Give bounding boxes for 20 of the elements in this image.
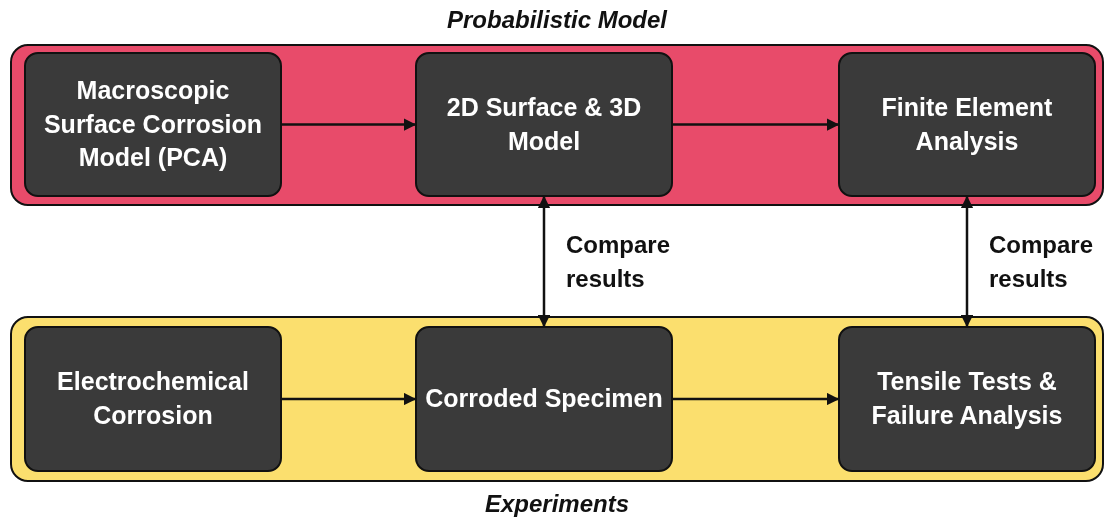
arrow xyxy=(673,118,840,131)
group-title: Experiments xyxy=(483,490,631,518)
arrow xyxy=(537,195,551,328)
box-label: Macroscopic Surface Corrosion Model (PCA) xyxy=(42,74,264,174)
arrow xyxy=(282,392,417,406)
box-label: Corroded Specimen xyxy=(424,383,664,415)
process-box xyxy=(838,326,1096,472)
box-label: Tensile Tests & Failure Analysis xyxy=(870,366,1064,431)
arrow xyxy=(673,392,840,406)
box-label: 2D Surface & 3D Model xyxy=(445,91,643,157)
arrow xyxy=(282,118,417,131)
process-box xyxy=(415,52,673,197)
process-box xyxy=(24,326,282,472)
process-box xyxy=(838,52,1096,197)
group-title: Probabilistic Model xyxy=(446,6,669,34)
process-box xyxy=(24,52,282,197)
box-label: Finite Element Analysis xyxy=(880,91,1054,157)
box-label: Electrochemical Corrosion xyxy=(56,366,250,431)
process-box xyxy=(415,326,673,472)
arrow xyxy=(960,195,974,328)
